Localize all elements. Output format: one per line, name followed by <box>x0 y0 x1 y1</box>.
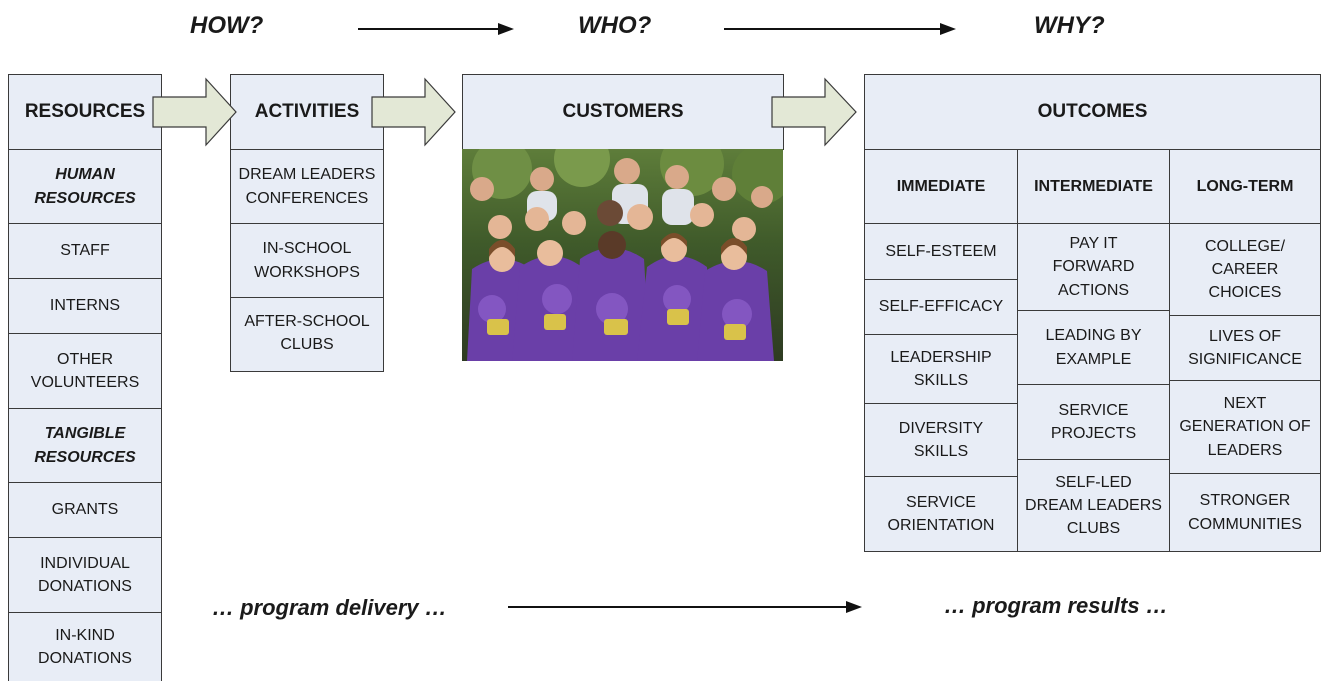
program-results-label: … program results … <box>944 593 1168 618</box>
activities-customers-arrow <box>371 77 456 147</box>
why-label: WHY? <box>1034 12 1105 39</box>
intermediate-item-self-led-clubs: SELF-LED DREAM LEADERS CLUBS <box>1017 459 1170 552</box>
activities-header: ACTIVITIES <box>230 74 384 150</box>
customers-group-photo <box>462 149 783 361</box>
customers-header: CUSTOMERS <box>462 74 784 150</box>
outcomes-subheader-long-term: LONG-TERM <box>1169 149 1321 224</box>
immediate-item-leadership-skills: LEADERSHIP SKILLS <box>864 334 1018 404</box>
long-term-item-college-career: COLLEGE/ CAREER CHOICES <box>1169 223 1321 316</box>
immediate-item-self-efficacy: SELF-EFFICACY <box>864 279 1018 335</box>
resources-item-tangible-resources: TANGIBLE RESOURCES <box>8 408 162 483</box>
customers-outcomes-arrow <box>771 77 857 147</box>
resources-item-interns: INTERNS <box>8 278 162 334</box>
long-term-item-stronger-communities: STRONGER COMMUNITIES <box>1169 473 1321 552</box>
program-delivery-label: … program delivery … <box>212 595 447 620</box>
resources-item-human-resources: HUMAN RESOURCES <box>8 149 162 224</box>
resources-activities-arrow <box>152 77 237 147</box>
immediate-item-service-orientation: SERVICE ORIENTATION <box>864 476 1018 552</box>
long-term-item-next-generation: NEXT GENERATION OF LEADERS <box>1169 380 1321 474</box>
resources-header: RESOURCES <box>8 74 162 150</box>
resources-item-other-volunteers: OTHER VOLUNTEERS <box>8 333 162 409</box>
outcomes-subheader-intermediate: INTERMEDIATE <box>1017 149 1170 224</box>
intermediate-item-leading-by-example: LEADING BY EXAMPLE <box>1017 310 1170 385</box>
resources-item-staff: STAFF <box>8 223 162 279</box>
how-who-arrow <box>358 23 514 35</box>
how-label: HOW? <box>190 12 264 39</box>
delivery-results-arrow <box>508 601 862 613</box>
activities-item-after-school-clubs: AFTER-SCHOOL CLUBS <box>230 297 384 372</box>
resources-item-individual-donations: INDIVIDUAL DONATIONS <box>8 537 162 613</box>
who-why-arrow <box>724 23 956 35</box>
resources-item-in-kind-donations: IN-KIND DONATIONS <box>8 612 162 681</box>
resources-item-grants: GRANTS <box>8 482 162 538</box>
group-photo-image <box>462 149 783 361</box>
outcomes-header: OUTCOMES <box>864 74 1321 150</box>
activities-item-dream-leaders-conferences: DREAM LEADERS CONFERENCES <box>230 149 384 224</box>
activities-item-in-school-workshops: IN-SCHOOL WORKSHOPS <box>230 223 384 298</box>
who-label: WHO? <box>578 12 652 39</box>
